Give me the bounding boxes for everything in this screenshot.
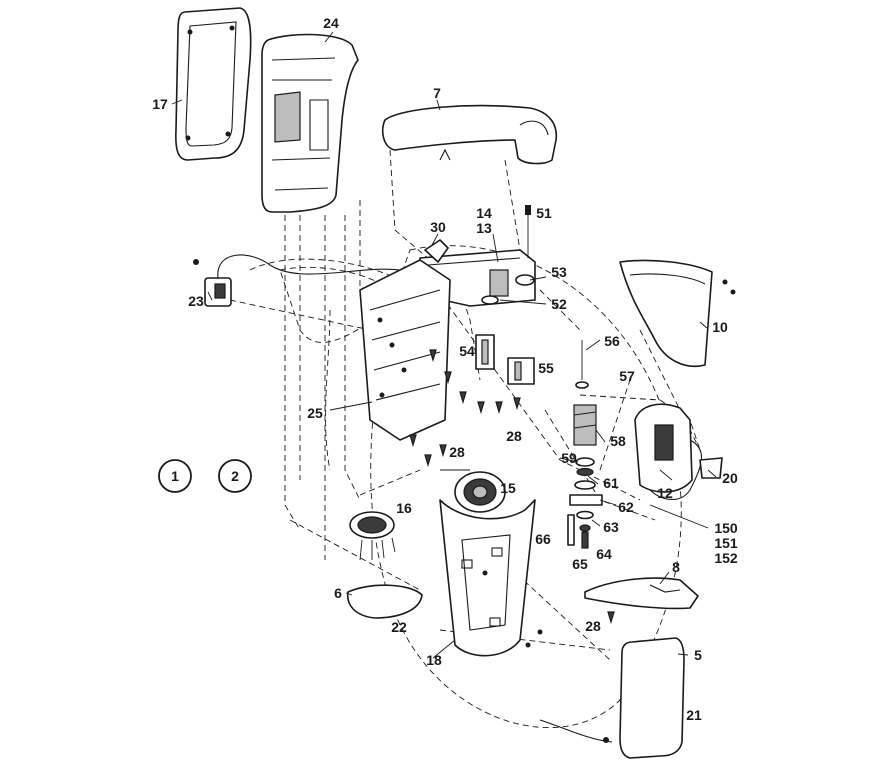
- variant-badge-2: 2: [218, 459, 252, 493]
- callout-17: 17: [152, 96, 168, 112]
- part-10-cover-panel: [619, 259, 736, 367]
- callout-leaders: [171, 31, 717, 659]
- part-16-gear-unit: [349, 511, 396, 561]
- part-18-base-plate: [439, 499, 543, 657]
- part-55-bracket: [507, 357, 535, 385]
- callout-54: 54: [459, 343, 475, 359]
- pivot-stack-56-66: [567, 340, 603, 549]
- callout-25: 25: [307, 405, 323, 421]
- callout-16: 16: [396, 500, 412, 516]
- callout-62: 62: [618, 499, 634, 515]
- callout-13: 13: [476, 220, 492, 236]
- callout-8: 8: [672, 559, 680, 575]
- part-15-motor-unit: [440, 469, 506, 513]
- part-8-lower-bracket: [584, 577, 699, 610]
- part-30-clip: [424, 239, 535, 305]
- part-20-connector: [699, 457, 723, 479]
- callout-63: 63: [603, 519, 619, 535]
- part-5-mirror-glass: [539, 637, 685, 759]
- callout-21: 21: [686, 707, 702, 723]
- variant-badge-1: 1: [158, 459, 192, 493]
- variant-badge-1-label: 1: [171, 468, 179, 484]
- callout-66: 66: [535, 531, 551, 547]
- callout-18: 18: [426, 652, 442, 668]
- body-outline-contour: [279, 245, 682, 729]
- callout-28-upper: 28: [506, 428, 522, 444]
- callout-15: 15: [500, 480, 516, 496]
- part-7-top-cover: [381, 104, 558, 165]
- part-54-bracket: [475, 334, 495, 370]
- callout-6: 6: [334, 585, 342, 601]
- callout-20: 20: [722, 470, 738, 486]
- callout-30: 30: [430, 219, 446, 235]
- part-6-lamp-lens: [346, 584, 423, 619]
- callout-5: 5: [694, 647, 702, 663]
- part-17-mirror-frame: [175, 7, 252, 161]
- callout-52: 52: [551, 296, 567, 312]
- callout-64: 64: [596, 546, 612, 562]
- callout-51: 51: [536, 205, 552, 221]
- callout-58: 58: [610, 433, 626, 449]
- callout-150: 150: [714, 520, 738, 536]
- callout-7: 7: [433, 85, 441, 101]
- callout-12: 12: [657, 485, 673, 501]
- callout-152: 152: [714, 550, 738, 566]
- part-24-mirror-housing: [261, 33, 359, 213]
- callout-14: 14: [476, 205, 492, 221]
- callout-24: 24: [323, 15, 339, 31]
- variant-badge-2-label: 2: [231, 468, 239, 484]
- callout-28-lower: 28: [585, 618, 601, 634]
- callout-59: 59: [561, 450, 577, 466]
- callout-10: 10: [712, 319, 728, 335]
- callout-151: 151: [714, 535, 738, 551]
- callout-57: 57: [619, 368, 635, 384]
- callout-65: 65: [572, 556, 588, 572]
- callout-56: 56: [604, 333, 620, 349]
- screw-set-28: [409, 349, 615, 625]
- callout-22: 22: [391, 619, 407, 635]
- part-25-main-frame: [359, 259, 451, 441]
- callout-23: 23: [188, 293, 204, 309]
- callout-28-middle: 28: [449, 444, 465, 460]
- callout-61: 61: [603, 475, 619, 491]
- callout-labels: 17 24 7 14 13 51 30 53 52 23 10 56 54 55…: [152, 15, 738, 723]
- part-12-actuator-housing: [634, 403, 703, 500]
- callout-55: 55: [538, 360, 554, 376]
- callout-53: 53: [551, 264, 567, 280]
